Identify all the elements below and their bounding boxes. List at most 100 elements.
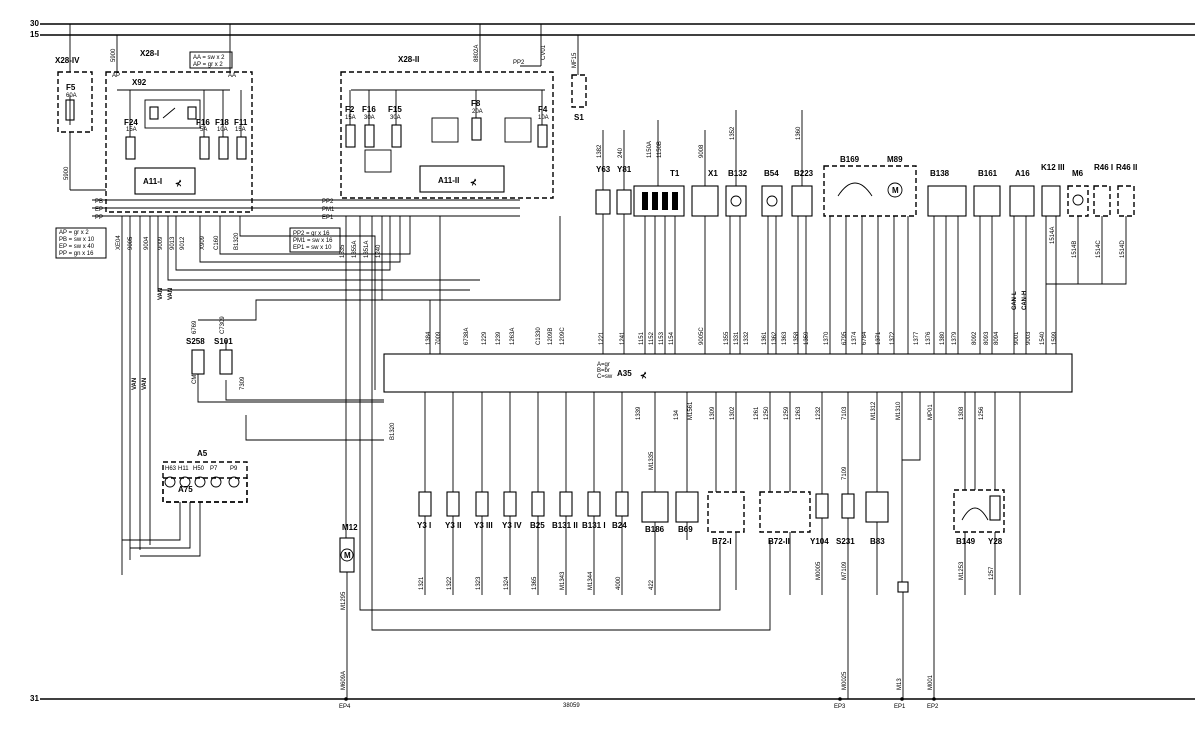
x28-ii-label: X28-II <box>398 55 419 64</box>
bot-code-m13: M13 <box>897 678 903 690</box>
b132-label: B132 <box>728 169 748 178</box>
bot-code-m1312: M1312 <box>871 401 877 420</box>
pin-code-1374: 1374 <box>852 331 858 345</box>
bot-code-m1253: M1253 <box>959 561 965 580</box>
m89-symbol: M <box>892 186 899 195</box>
b83-body <box>865 491 889 523</box>
y63-body <box>595 189 611 215</box>
x28-iv-label: X28-IV <box>55 56 80 65</box>
left-wire-9009: 9009 <box>158 236 164 250</box>
bot-code-1321: 1321 <box>419 576 425 590</box>
pin-code-7009: 7009 <box>436 331 442 345</box>
b223-body <box>791 185 813 217</box>
ground-ep3: EP3 <box>834 704 846 710</box>
m6-label: M6 <box>1072 169 1084 178</box>
wire-1514b: 1514B <box>1072 241 1078 258</box>
left-wire-x909: X909 <box>200 235 206 250</box>
bot-code-m0025: M0025 <box>842 671 848 690</box>
pin-code-1209b: 1209B <box>548 328 554 345</box>
pin-code-9003: 9003 <box>1026 331 1032 345</box>
bus-can-h: CAN-H <box>1022 291 1028 310</box>
bot-code-b1320: B1320 <box>390 422 396 440</box>
bot-code-1365: 1365 <box>532 576 538 590</box>
legend-left-line4: PP = gn x 16 <box>59 251 94 257</box>
pin-code-1371: 1371 <box>876 331 882 345</box>
bot-code-1232: 1232 <box>816 406 822 420</box>
wire-5900-a: 5900 <box>64 166 70 180</box>
b54-label: B54 <box>764 169 779 178</box>
s101-body <box>219 349 233 375</box>
fuse-f16a <box>199 136 210 160</box>
ground-points: EP4 38059 EP3 EP1 EP2 <box>339 697 939 710</box>
bot-code-m1344: M1344 <box>588 571 594 590</box>
left-wire-c7309: C7309 <box>220 316 226 334</box>
left-wire-van-1: VAN <box>158 288 164 300</box>
pin-code-6795: 6795 <box>842 331 848 345</box>
relay-x92-label: X92 <box>132 78 147 87</box>
a75-box <box>162 477 248 503</box>
b72-ii-label: B72-II <box>768 537 790 546</box>
b138-label: B138 <box>930 169 950 178</box>
left-wire-1240: 1240 <box>376 244 382 258</box>
fuse-f18-rating: 10A <box>217 127 228 133</box>
t1-label: T1 <box>670 169 680 178</box>
fuse-f16b <box>364 124 375 148</box>
m6-body <box>1067 185 1089 217</box>
x1-body <box>691 185 719 217</box>
y3-iv-label: Y3 IV <box>502 521 522 530</box>
fuse-f8 <box>471 117 482 141</box>
fuse-f24-id: F24 <box>124 118 138 127</box>
b223-label: B223 <box>794 169 814 178</box>
s258-body <box>191 349 205 375</box>
legend-x28-i-box <box>189 51 233 69</box>
fuse-f18-id: F18 <box>215 118 229 127</box>
left-wire-cm: CM <box>192 375 198 384</box>
b169-label: B169 <box>840 155 860 164</box>
pin-code-1152: 1152 <box>649 331 655 345</box>
fuse-f5-id: F5 <box>66 83 76 92</box>
fuse-f18 <box>218 136 229 160</box>
top-wires <box>602 110 1127 354</box>
bot-code-m1335: M1335 <box>649 451 655 470</box>
b149-label: B149 <box>956 537 976 546</box>
bot-code-1250: 1250 <box>764 406 770 420</box>
legend-a35-2: B=br <box>597 368 610 374</box>
wire-1514c: 1514C <box>1096 240 1102 258</box>
left-wiring <box>121 216 771 631</box>
legend-x28-i-line2: AP = gr x 2 <box>193 62 223 68</box>
legend-left-line1: AP = gr x 2 <box>59 230 89 236</box>
legend-a35-3: C=sw <box>597 374 613 380</box>
a5-sub-p7: P7 <box>210 466 218 472</box>
legend-mid-line3: EP1 = sw x 10 <box>293 245 332 251</box>
b186-body <box>641 491 669 523</box>
bot-code-1256: 1256 <box>979 406 985 420</box>
ground-38059: 38059 <box>563 703 580 709</box>
ecu-a35-label: A35 <box>617 369 632 378</box>
x28-i-label: X28-I <box>140 49 159 58</box>
ground-ep4: EP4 <box>339 704 351 710</box>
pin-code-1363: 1363 <box>782 331 788 345</box>
module-a11-i <box>134 167 196 195</box>
fuse-f2 <box>345 124 356 148</box>
a11-i-symbol: ⊀ <box>175 179 182 188</box>
r46-ii-body <box>1117 185 1135 217</box>
module-a11-i-label: A11-I <box>143 177 162 186</box>
left-wire-van-2: VAN <box>168 288 174 300</box>
s258-label: S258 <box>186 337 205 346</box>
pin-code-1229: 1229 <box>482 331 488 345</box>
x28-i-ap: AP <box>112 73 120 79</box>
k12-body <box>1041 185 1061 217</box>
b54-body <box>761 185 783 217</box>
b169-m89-box <box>823 165 917 217</box>
pin-code-1332: 1332 <box>744 331 750 345</box>
fuse-f11 <box>236 136 247 160</box>
wire-pp2-top: PP2 <box>513 60 525 66</box>
bot-code-m1310: M1310 <box>896 401 902 420</box>
bot-code-1263: 1263 <box>796 406 802 420</box>
fuse-f4-rating: 10A <box>538 115 549 121</box>
bot-code-134: 134 <box>674 409 680 420</box>
s1-label: S1 <box>574 113 584 122</box>
pin-code-1153: 1153 <box>659 331 665 345</box>
pin-code-1239: 1239 <box>496 331 502 345</box>
